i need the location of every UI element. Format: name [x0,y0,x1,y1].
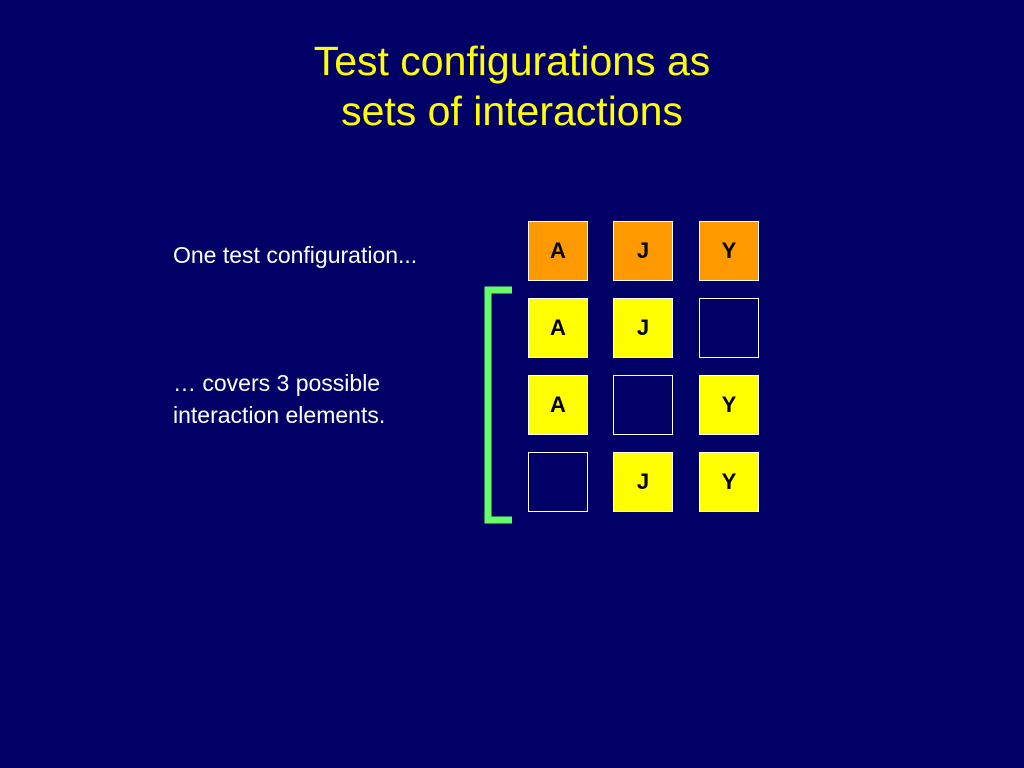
interaction-cell-r1-c3 [699,298,759,358]
caption-covers-interactions: … covers 3 possible interaction elements… [173,367,385,431]
config-cell-j: J [613,221,673,281]
interaction-cell-r2-c1: A [528,375,588,435]
interaction-cell-r3-c2: J [613,452,673,512]
slide-title: Test configurations as sets of interacti… [0,36,1024,136]
slide-title-line-1: Test configurations as [313,38,711,84]
config-cell-y: Y [699,221,759,281]
config-cell-a: A [528,221,588,281]
slide-title-line-2: sets of interactions [341,88,683,134]
interaction-cell-r1-c2: J [613,298,673,358]
interaction-cell-r2-c3: Y [699,375,759,435]
interaction-cell-r1-c1: A [528,298,588,358]
interaction-cell-r3-c1 [528,452,588,512]
caption-one-configuration: One test configuration... [173,242,418,268]
bracket-icon [484,286,512,524]
interaction-cell-r3-c3: Y [699,452,759,512]
caption-covers-line-2: interaction elements. [173,402,386,428]
caption-covers-line-1: … covers 3 possible [173,370,381,396]
interaction-cell-r2-c2 [613,375,673,435]
